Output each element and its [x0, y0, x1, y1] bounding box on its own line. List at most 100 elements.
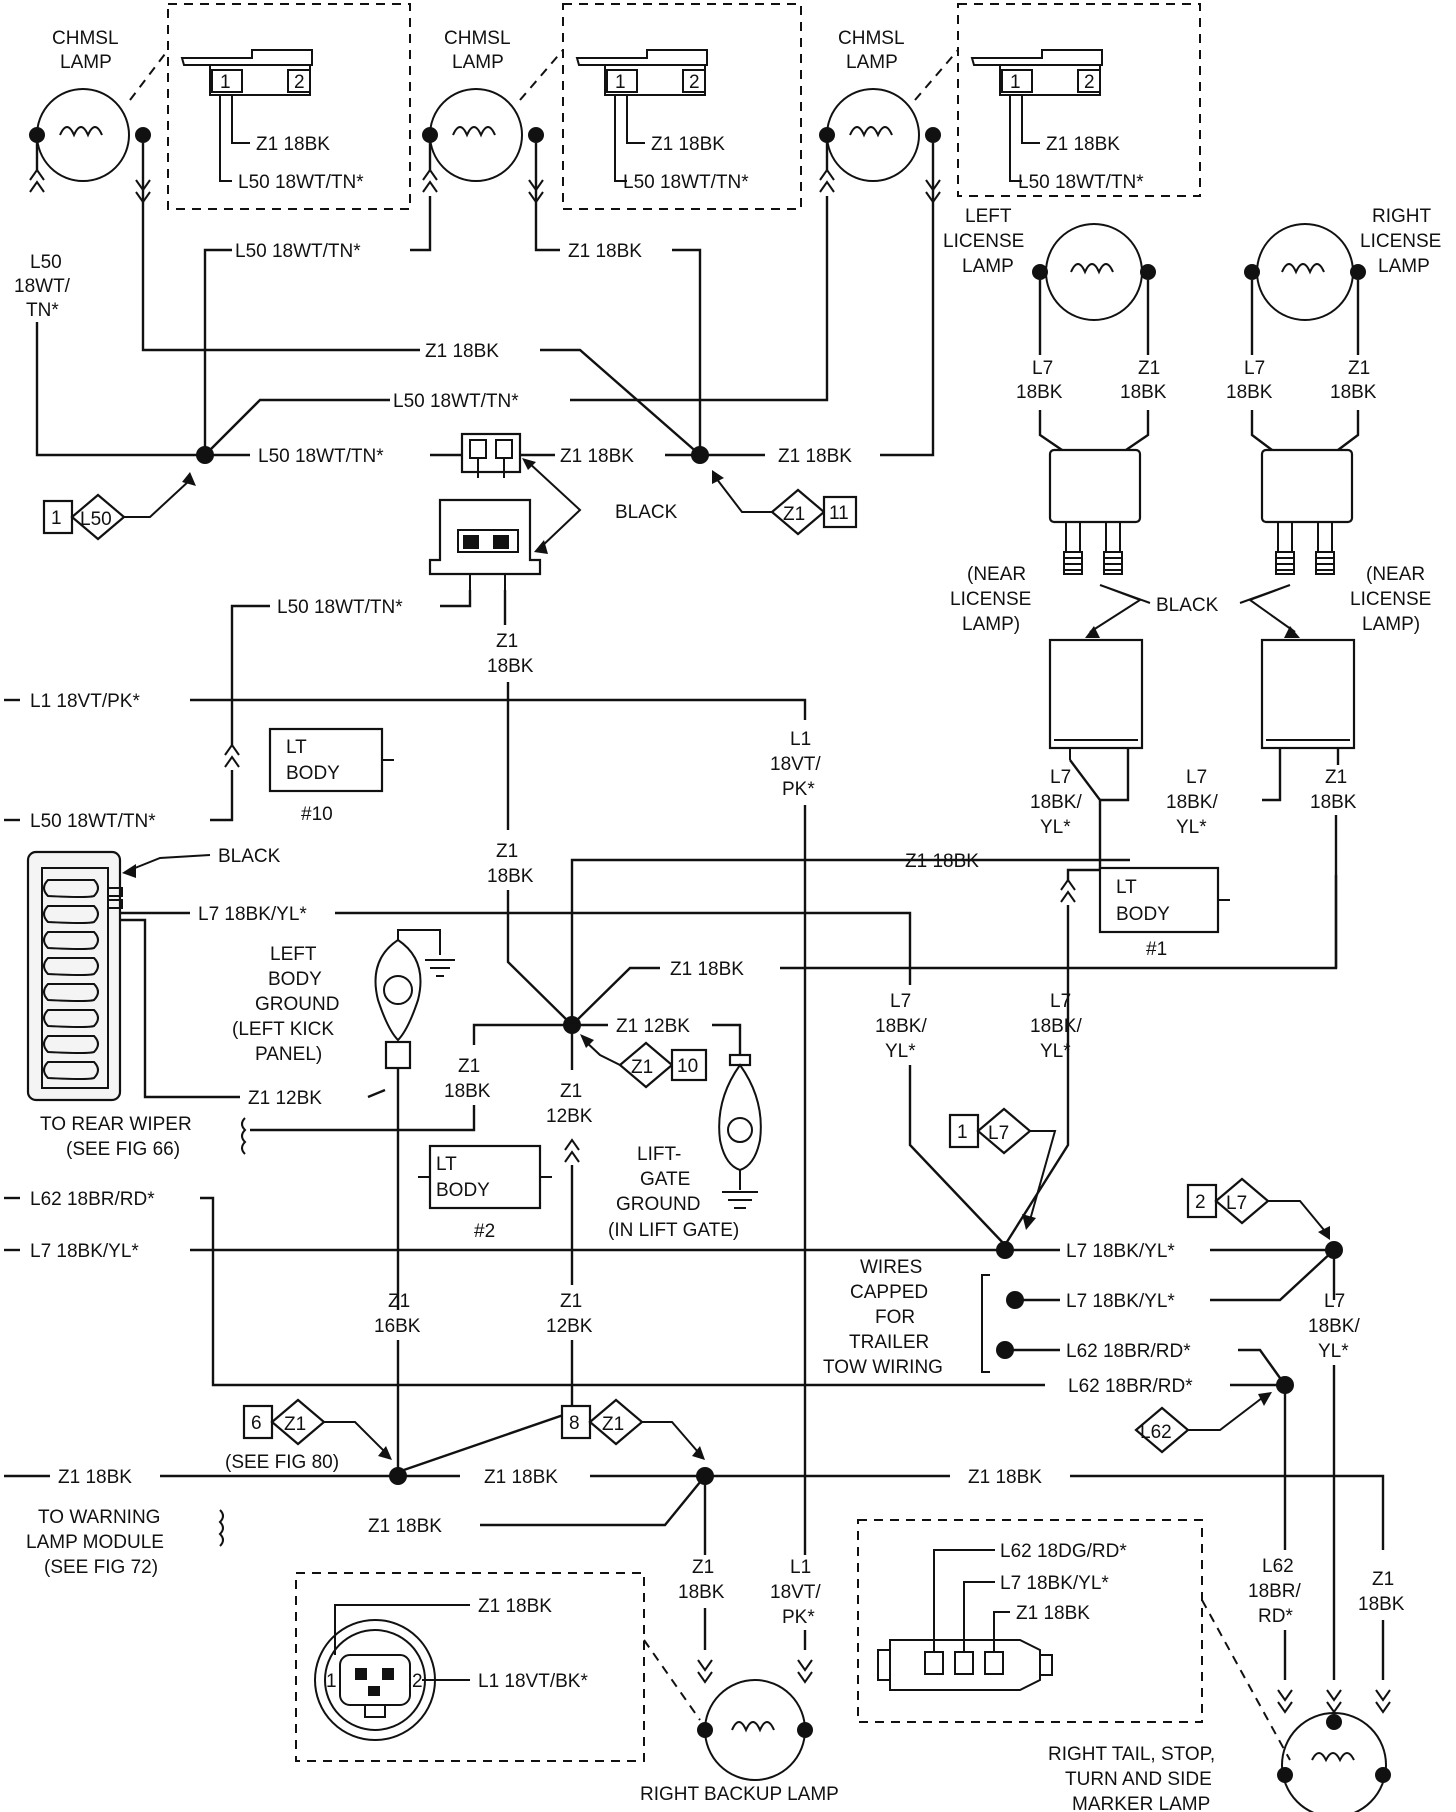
wire-label: L62	[1262, 1556, 1294, 1577]
splice-label-z1-8: 8 Z1	[560, 1398, 705, 1460]
connector-label: LICENSE	[950, 589, 1031, 610]
wire-label: L50 18WT/TN*	[258, 446, 384, 467]
splice-circuit: L50	[80, 509, 112, 530]
license-l7-drops: L7 18BK/ YL* L7 18BK/ YL* Z1 18BK L7 18B…	[1005, 759, 1357, 1062]
lift-gate-ground: LIFT- GATE GROUND (IN LIFT GATE)	[608, 1053, 762, 1241]
wire-label: L50 18WT/TN*	[30, 811, 156, 832]
ground-label: GATE	[640, 1169, 690, 1190]
pin-label: 1	[220, 72, 231, 93]
rear-wiper-ref: TO REAR WIPER (SEE FIG 66)	[40, 1114, 247, 1160]
pin-label: 1	[1010, 72, 1021, 93]
connector-label: LAMP)	[962, 614, 1020, 635]
wire-label: Z1	[496, 841, 518, 862]
wire-label: Z1 18BK	[1016, 1603, 1090, 1624]
wire-label: YL*	[1040, 817, 1071, 838]
wire-label: Z1	[1348, 358, 1370, 379]
wire-label: 16BK	[374, 1316, 421, 1337]
backup-lamp-connector-detail: 1 2 Z1 18BK L1 18VT/BK*	[295, 1572, 701, 1762]
capped-label: CAPPED	[850, 1282, 928, 1303]
connector-label: LAMP)	[1362, 614, 1420, 635]
chmsl-title: CHMSL	[52, 28, 119, 49]
lamp-label: RIGHT	[1372, 206, 1432, 227]
connector-label: (NEAR	[967, 564, 1026, 585]
ref-label: TO REAR WIPER	[40, 1114, 192, 1135]
connector-label: #10	[301, 804, 333, 825]
connector-label: BLACK	[1156, 595, 1219, 616]
ground-label: LEFT	[270, 944, 317, 965]
chmsl-lamp-1: CHMSL LAMP	[29, 28, 151, 182]
wire-label: L7	[1324, 1291, 1345, 1312]
wire-label: Z1	[458, 1056, 480, 1077]
ref-label: (SEE FIG 72)	[44, 1557, 158, 1578]
wire-label: Z1 18BK	[670, 959, 744, 980]
capped-label: TRAILER	[849, 1332, 929, 1353]
wire-label: 18VT/	[770, 1582, 821, 1603]
z1-center-wire: Z1 18BK Z1 18BK	[487, 590, 573, 1026]
wire-label: L50 18WT/TN*	[238, 172, 364, 193]
wire-label: 18WT/	[14, 276, 71, 297]
l62-l7-lines: L62 18BR/RD* L62 18BR/RD* L7 18BK/YL* L7…	[4, 975, 1343, 1397]
wire-label: 18BK	[1226, 382, 1273, 403]
wire-label: Z1 18BK	[484, 1467, 558, 1488]
chmsl-connector-detail-1: 1 2 Z1 18BK L50 18WT/TN*	[129, 3, 411, 210]
wire-label: 18BK/	[875, 1016, 927, 1037]
splice-label-l7-1: 1 L7	[948, 1107, 1057, 1230]
connector-label: BODY	[286, 763, 340, 784]
ref-label: (SEE FIG 80)	[225, 1452, 339, 1473]
wire-label: Z1	[1372, 1569, 1394, 1590]
wire-label: 18VT/	[770, 754, 821, 775]
wire-label: Z1 18BK	[968, 1467, 1042, 1488]
lt-body-2: LT BODY #2	[418, 1144, 552, 1242]
right-tail-stop-turn-lamp: RIGHT TAIL, STOP, TURN AND SIDE MARKER L…	[1048, 1712, 1391, 1812]
chmsl-harness-wires: L50 18WT/ TN* Z1 18BK L50 18WT/TN* Z1 18…	[14, 143, 941, 467]
wire-label: Z1 18BK	[905, 851, 979, 872]
lamp-label: LAMP	[1378, 256, 1430, 277]
splice-circuit: L7	[1226, 1193, 1247, 1214]
lamp-label: LEFT	[965, 206, 1012, 227]
right-backup-lamp: RIGHT BACKUP LAMP	[640, 1679, 839, 1805]
wire-label: Z1 18BK	[778, 446, 852, 467]
wire-label: L7 18BK/YL*	[1066, 1291, 1175, 1312]
wire-label: 18BK	[487, 656, 534, 677]
wire-label: Z1 18BK	[478, 1596, 552, 1617]
wire-label: L7	[1032, 358, 1053, 379]
wire-label: RD*	[1258, 1606, 1293, 1627]
black-connector-top: BLACK	[428, 432, 678, 590]
wire-label: L62 18BR/RD*	[1068, 1376, 1193, 1397]
wire-label: Z1 18BK	[560, 446, 634, 467]
wire-label: Z1	[1138, 358, 1160, 379]
wire-label: L50 18WT/TN*	[623, 172, 749, 193]
pin-label: 2	[294, 72, 305, 93]
chmsl-connector-detail-2: 1 2 Z1 18BK L50 18WT/TN*	[519, 3, 802, 210]
splice-number: 8	[569, 1413, 580, 1434]
wire-label: L7 18BK/YL*	[1000, 1573, 1109, 1594]
wire-label: Z1	[1325, 767, 1347, 788]
wire-label: YL*	[1176, 817, 1207, 838]
right-drop-wires: L7 18BK/ YL* L62 18BR/ RD* Z1 18BK	[1070, 1250, 1405, 1714]
connector-label: LT	[286, 737, 307, 758]
chmsl-lamp-3: CHMSL LAMP	[819, 28, 941, 182]
connector-label: LICENSE	[1350, 589, 1431, 610]
wire-label: 18BK	[1358, 1594, 1405, 1615]
wire-label: L7 18BK/YL*	[198, 904, 307, 925]
connector-label: #1	[1146, 939, 1167, 960]
wire-label: 18BK/	[1030, 792, 1082, 813]
chmsl-title: LAMP	[846, 52, 898, 73]
chmsl-title: CHMSL	[444, 28, 511, 49]
ref-label: TO WARNING	[38, 1507, 160, 1528]
left-license-lamp: LEFT LICENSE LAMP L7 18BK Z1 18BK	[943, 206, 1167, 575]
wire-label: 18BK	[1310, 792, 1357, 813]
wire-label: 18BK	[444, 1081, 491, 1102]
wire-label: Z1	[496, 631, 518, 652]
pin-label: 2	[689, 72, 700, 93]
ref-label: (SEE FIG 66)	[66, 1139, 180, 1160]
ref-label: LAMP MODULE	[26, 1532, 164, 1553]
wire-label: L50 18WT/TN*	[235, 241, 361, 262]
splice-circuit: Z1	[783, 504, 805, 525]
wire-label: Z1 18BK	[651, 134, 725, 155]
splice-circuit: Z1	[631, 1057, 653, 1078]
wire-label: TN*	[26, 300, 59, 321]
lamp-label: RIGHT BACKUP LAMP	[640, 1784, 839, 1805]
wire-label: 12BK	[546, 1106, 593, 1127]
